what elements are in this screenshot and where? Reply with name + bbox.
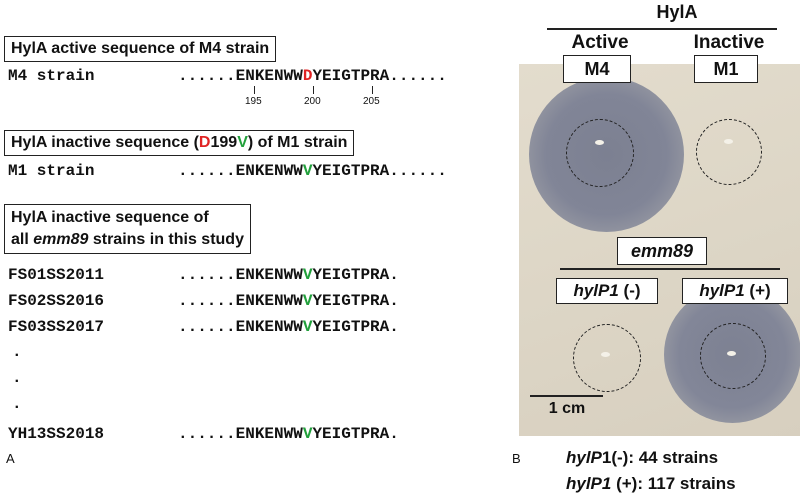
strain-seq-1: ......ENKENWWVYEIGTPRA.	[178, 265, 399, 285]
m1-title-d: D	[198, 134, 211, 151]
seq-end-dots: ......	[389, 67, 447, 85]
seq-prefix: ENKENWW	[235, 67, 303, 85]
colony-hylp1-neg	[601, 352, 610, 357]
ellipsis-dot-3: ·	[12, 398, 22, 416]
seq-prefix: ENKENWW	[235, 318, 303, 336]
m1-title-post: ) of M1 strain	[247, 134, 348, 151]
seq-suffix: YEIGTPRA	[312, 292, 390, 310]
seq-dots: ......	[178, 67, 236, 85]
tick-205	[372, 86, 373, 94]
strain-name-2: FS02SS2016	[8, 292, 105, 310]
tick-label-200: 200	[304, 96, 321, 107]
m1-title-v: V	[237, 134, 248, 151]
seq-prefix: ENKENWW	[235, 292, 303, 310]
m1-box: M1	[694, 55, 758, 83]
seq-mutation-v: V	[302, 318, 313, 336]
colony-ring-m1	[696, 119, 762, 185]
ellipsis-dot-2: ·	[12, 372, 22, 390]
stat-hylp1-pos: hylP1 (+): 117 strains	[566, 474, 736, 494]
colony-m1	[724, 139, 733, 144]
scale-bar-label: 1 cm	[548, 400, 586, 417]
seq-end-dot: .	[389, 318, 399, 336]
hylp1-neg-sign: (-)	[618, 281, 641, 300]
m1-strain-label: M1 strain	[8, 162, 95, 180]
emm89-title-post: strains in this study	[88, 231, 244, 248]
hylp1-neg-box: hylP1 (-)	[556, 278, 658, 304]
hyla-title: HylA	[656, 2, 698, 22]
seq-end-dot: .	[389, 425, 399, 443]
seq-mutation-v: V	[302, 425, 313, 443]
stat-neg-rest: 1(-): 44 strains	[601, 448, 719, 467]
seq-dots: ......	[178, 425, 236, 443]
m4-sequence: ......ENKENWWDYEIGTPRA......	[178, 66, 447, 86]
seq-end-dots: ......	[389, 162, 447, 180]
hyla-bracket-line	[547, 28, 777, 30]
strain-seq-last: ......ENKENWWVYEIGTPRA.	[178, 424, 399, 444]
seq-mutation-v: V	[302, 266, 313, 284]
emm89-bracket-line	[560, 268, 780, 270]
m4-box: M4	[563, 55, 631, 83]
emm89-title-em: emm89	[33, 231, 89, 248]
m4-strain-label: M4 strain	[8, 67, 95, 85]
seq-suffix: YEIGTPRA	[312, 266, 390, 284]
colony-ring-hylp1-neg	[573, 324, 641, 392]
emm89-title-pre: all	[11, 231, 34, 248]
strain-name-last: YH13SS2018	[8, 425, 105, 443]
active-label: Active	[571, 32, 629, 53]
m1-inactive-title-box: HylA inactive sequence (D199V) of M1 str…	[4, 130, 355, 156]
emm89-box: emm89	[617, 237, 707, 265]
seq-end-dot: .	[389, 266, 399, 284]
scale-bar	[530, 395, 603, 397]
stat-pos-gene: hylP1	[566, 474, 612, 493]
seq-mutation-d: D	[302, 67, 313, 85]
panel-letter-b: B	[512, 451, 521, 466]
seq-dots: ......	[178, 292, 236, 310]
stat-neg-gene: hylP	[566, 448, 602, 467]
m1-title-pos: 199	[210, 134, 238, 151]
colony-hylp1-pos	[727, 351, 736, 356]
strain-seq-2: ......ENKENWWVYEIGTPRA.	[178, 291, 399, 311]
emm89-title-line2: all emm89 strains in this study	[11, 229, 244, 251]
seq-dots: ......	[178, 162, 236, 180]
seq-suffix: YEIGTPRA	[312, 67, 390, 85]
hylp1-pos-sign: (+)	[744, 281, 771, 300]
seq-prefix: ENKENWW	[235, 266, 303, 284]
hylp1-pos-gene: hylP1	[699, 281, 745, 300]
strain-name-1: FS01SS2011	[8, 266, 105, 284]
tick-195	[254, 86, 255, 94]
colony-ring-m4	[566, 119, 634, 187]
seq-suffix: YEIGTPRA	[312, 162, 390, 180]
seq-dots: ......	[178, 266, 236, 284]
tick-label-195: 195	[245, 96, 262, 107]
emm89-title-box: HylA inactive sequence of all emm89 stra…	[4, 204, 251, 254]
seq-prefix: ENKENWW	[235, 162, 303, 180]
stat-pos-rest: (+): 117 strains	[611, 474, 736, 493]
strain-name-3: FS03SS2017	[8, 318, 105, 336]
seq-end-dot: .	[389, 292, 399, 310]
seq-prefix: ENKENWW	[235, 425, 303, 443]
m1-title-pre: HylA inactive sequence (	[11, 134, 199, 151]
ellipsis-dot-1: ·	[12, 346, 22, 364]
seq-dots: ......	[178, 318, 236, 336]
colony-ring-hylp1-pos	[700, 323, 766, 389]
stat-hylp1-neg: hylP1(-): 44 strains	[566, 448, 718, 468]
tick-label-205: 205	[363, 96, 380, 107]
tick-200	[313, 86, 314, 94]
hylp1-neg-gene: hylP1	[573, 281, 619, 300]
strain-seq-3: ......ENKENWWVYEIGTPRA.	[178, 317, 399, 337]
seq-suffix: YEIGTPRA	[312, 318, 390, 336]
emm89-title-line1: HylA inactive sequence of	[11, 209, 209, 226]
seq-mutation-v: V	[302, 292, 313, 310]
m1-sequence: ......ENKENWWVYEIGTPRA......	[178, 161, 447, 181]
panel-letter-a: A	[6, 451, 15, 466]
m4-active-title: HylA active sequence of M4 strain	[11, 40, 270, 57]
colony-m4	[595, 140, 604, 145]
seq-mutation-v: V	[302, 162, 313, 180]
m4-active-title-box: HylA active sequence of M4 strain	[4, 36, 277, 62]
seq-suffix: YEIGTPRA	[312, 425, 390, 443]
inactive-label: Inactive	[693, 32, 765, 53]
hylp1-pos-box: hylP1 (+)	[682, 278, 788, 304]
emm89-label: emm89	[630, 241, 694, 261]
